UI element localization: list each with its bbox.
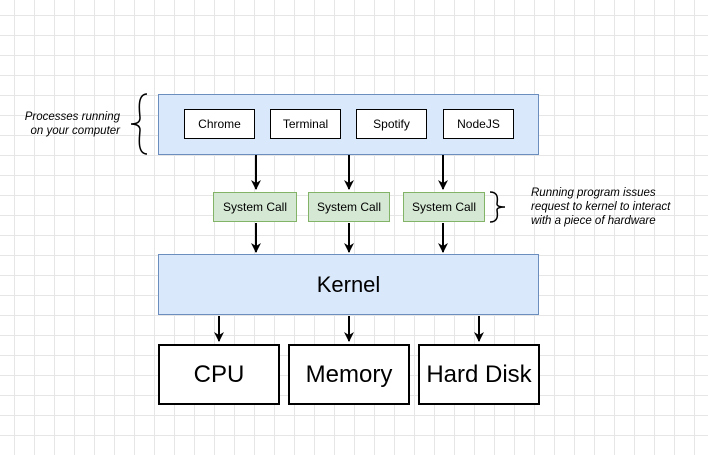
- process-spotify[interactable]: Spotify: [356, 109, 427, 139]
- system-call-2[interactable]: System Call: [308, 192, 390, 222]
- system-call-brace: [489, 191, 506, 223]
- processes-note: Processes running on your computer: [24, 111, 120, 137]
- system-call-3[interactable]: System Call: [403, 192, 485, 222]
- system-call-note: Running program issues request to kernel…: [531, 187, 671, 227]
- kernel-box[interactable]: Kernel: [158, 254, 539, 315]
- hardware-hard-disk[interactable]: Hard Disk: [418, 344, 540, 405]
- hardware-cpu[interactable]: CPU: [158, 344, 280, 405]
- process-terminal[interactable]: Terminal: [270, 109, 341, 139]
- kernel-label: Kernel: [316, 271, 381, 297]
- system-call-1[interactable]: System Call: [213, 192, 297, 222]
- process-chrome[interactable]: Chrome: [184, 109, 255, 139]
- processes-brace: [130, 93, 148, 155]
- process-nodejs[interactable]: NodeJS: [443, 109, 514, 139]
- hardware-memory[interactable]: Memory: [288, 344, 410, 405]
